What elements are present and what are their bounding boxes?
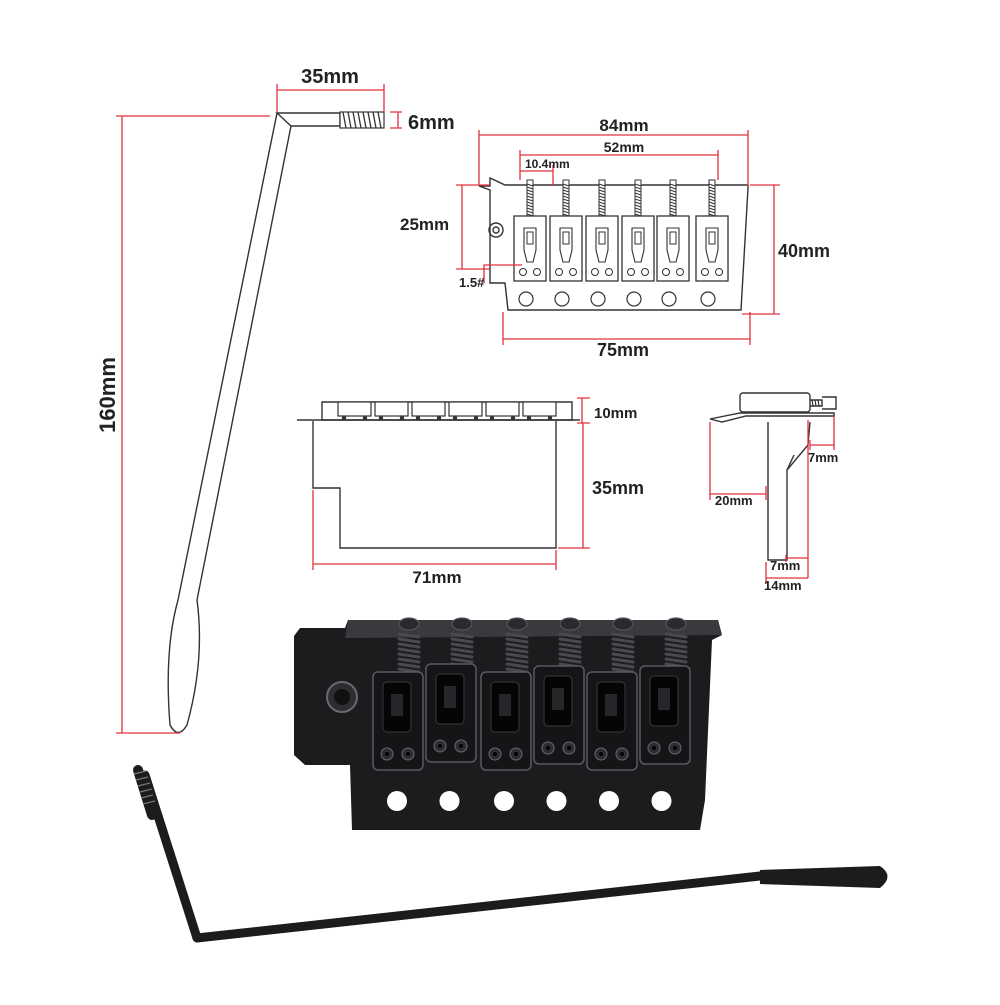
arm-photo-thread (133, 765, 157, 820)
label-side-total: 14mm (764, 578, 802, 593)
dim-side-total: 14mm (764, 562, 808, 593)
bridge-spring-1 (397, 617, 421, 674)
dim-string-spacing: 52mm (519, 139, 719, 180)
bridge-saddle-6 (639, 665, 691, 765)
top-string-hole-6 (700, 291, 716, 307)
top-saddle-1 (513, 179, 547, 282)
top-view-saddles (513, 179, 729, 282)
dim-hex-key: 1.5# (459, 264, 522, 290)
arm-thread (339, 111, 385, 129)
label-arm-height: 160mm (95, 357, 120, 433)
top-string-hole-4 (626, 291, 642, 307)
bridge-saddle-1 (372, 671, 424, 771)
bridge-string-hole-1 (387, 791, 407, 811)
tremolo-arm-icon (133, 765, 888, 943)
bridge-side-view (709, 392, 837, 561)
top-string-hole-5 (661, 291, 677, 307)
dim-bridge-width: 84mm (478, 116, 749, 186)
dim-block-height: 35mm (558, 423, 644, 549)
top-string-hole-2 (554, 291, 570, 307)
label-string-spacing: 52mm (604, 139, 644, 155)
bridge-top-view (478, 176, 749, 311)
top-saddle-6 (695, 179, 729, 282)
dim-saddle-width: 10.4mm (520, 157, 570, 186)
label-plate-height: 40mm (778, 241, 830, 261)
front-saddle-2 (374, 401, 409, 421)
bridge-saddle-4 (533, 665, 585, 765)
top-saddle-4 (621, 179, 655, 282)
dim-block-width: 71mm (312, 490, 557, 587)
label-block-width: 71mm (412, 568, 461, 587)
front-saddle-3 (411, 401, 446, 421)
label-hole-span: 75mm (597, 340, 649, 360)
bridge-saddle-2 (425, 663, 477, 763)
bridge-saddle-3 (480, 671, 532, 771)
top-saddle-3 (585, 179, 619, 282)
dim-saddle-height: 25mm (400, 184, 490, 270)
dim-side-offset: 7mm (808, 416, 838, 465)
top-view-string-holes (518, 291, 716, 307)
tremolo-bridge-icon (294, 617, 722, 830)
label-side-depth: 20mm (715, 493, 753, 508)
label-saddle-height: 25mm (400, 215, 449, 234)
label-top-height: 10mm (594, 405, 637, 422)
dim-hole-span: 75mm (502, 312, 751, 360)
top-saddle-5 (656, 179, 690, 282)
bridge-string-hole-6 (651, 791, 672, 811)
top-string-hole-3 (590, 291, 606, 307)
bridge-spring-3 (505, 617, 529, 674)
label-side-block: 7mm (770, 558, 800, 573)
bridge-front-view (297, 401, 580, 549)
front-view-saddles (337, 401, 557, 421)
dim-plate-height: 40mm (742, 184, 830, 315)
dim-arm-thread: 6mm (390, 111, 455, 134)
label-side-offset: 7mm (808, 450, 838, 465)
dim-top-height: 10mm (577, 397, 637, 424)
top-saddle-2 (549, 179, 583, 282)
dim-side-depth: 20mm (709, 422, 767, 508)
dim-arm-height: 160mm (95, 115, 270, 734)
bridge-string-hole-2 (439, 791, 460, 811)
dim-side-block: 7mm (770, 420, 809, 578)
bridge-saddles (372, 663, 691, 771)
label-arm-length: 35mm (301, 66, 359, 88)
front-saddle-6 (522, 401, 557, 421)
front-saddle-1 (337, 401, 372, 421)
bridge-string-hole-5 (599, 791, 619, 811)
arm-outline-drawing (167, 111, 385, 734)
bridge-saddle-5 (586, 671, 638, 771)
bridge-string-hole-4 (546, 791, 567, 811)
bridge-string-hole-3 (494, 791, 514, 811)
label-hex-key: 1.5# (459, 275, 485, 290)
front-saddle-5 (485, 401, 520, 421)
label-block-height: 35mm (592, 478, 644, 498)
label-arm-thread: 6mm (408, 112, 455, 134)
top-string-hole-1 (518, 291, 534, 307)
dim-arm-length: 35mm (276, 66, 385, 112)
label-bridge-width: 84mm (599, 116, 648, 135)
bridge-string-holes (387, 791, 672, 811)
label-saddle-width: 10.4mm (525, 157, 570, 171)
front-saddle-4 (448, 401, 483, 421)
